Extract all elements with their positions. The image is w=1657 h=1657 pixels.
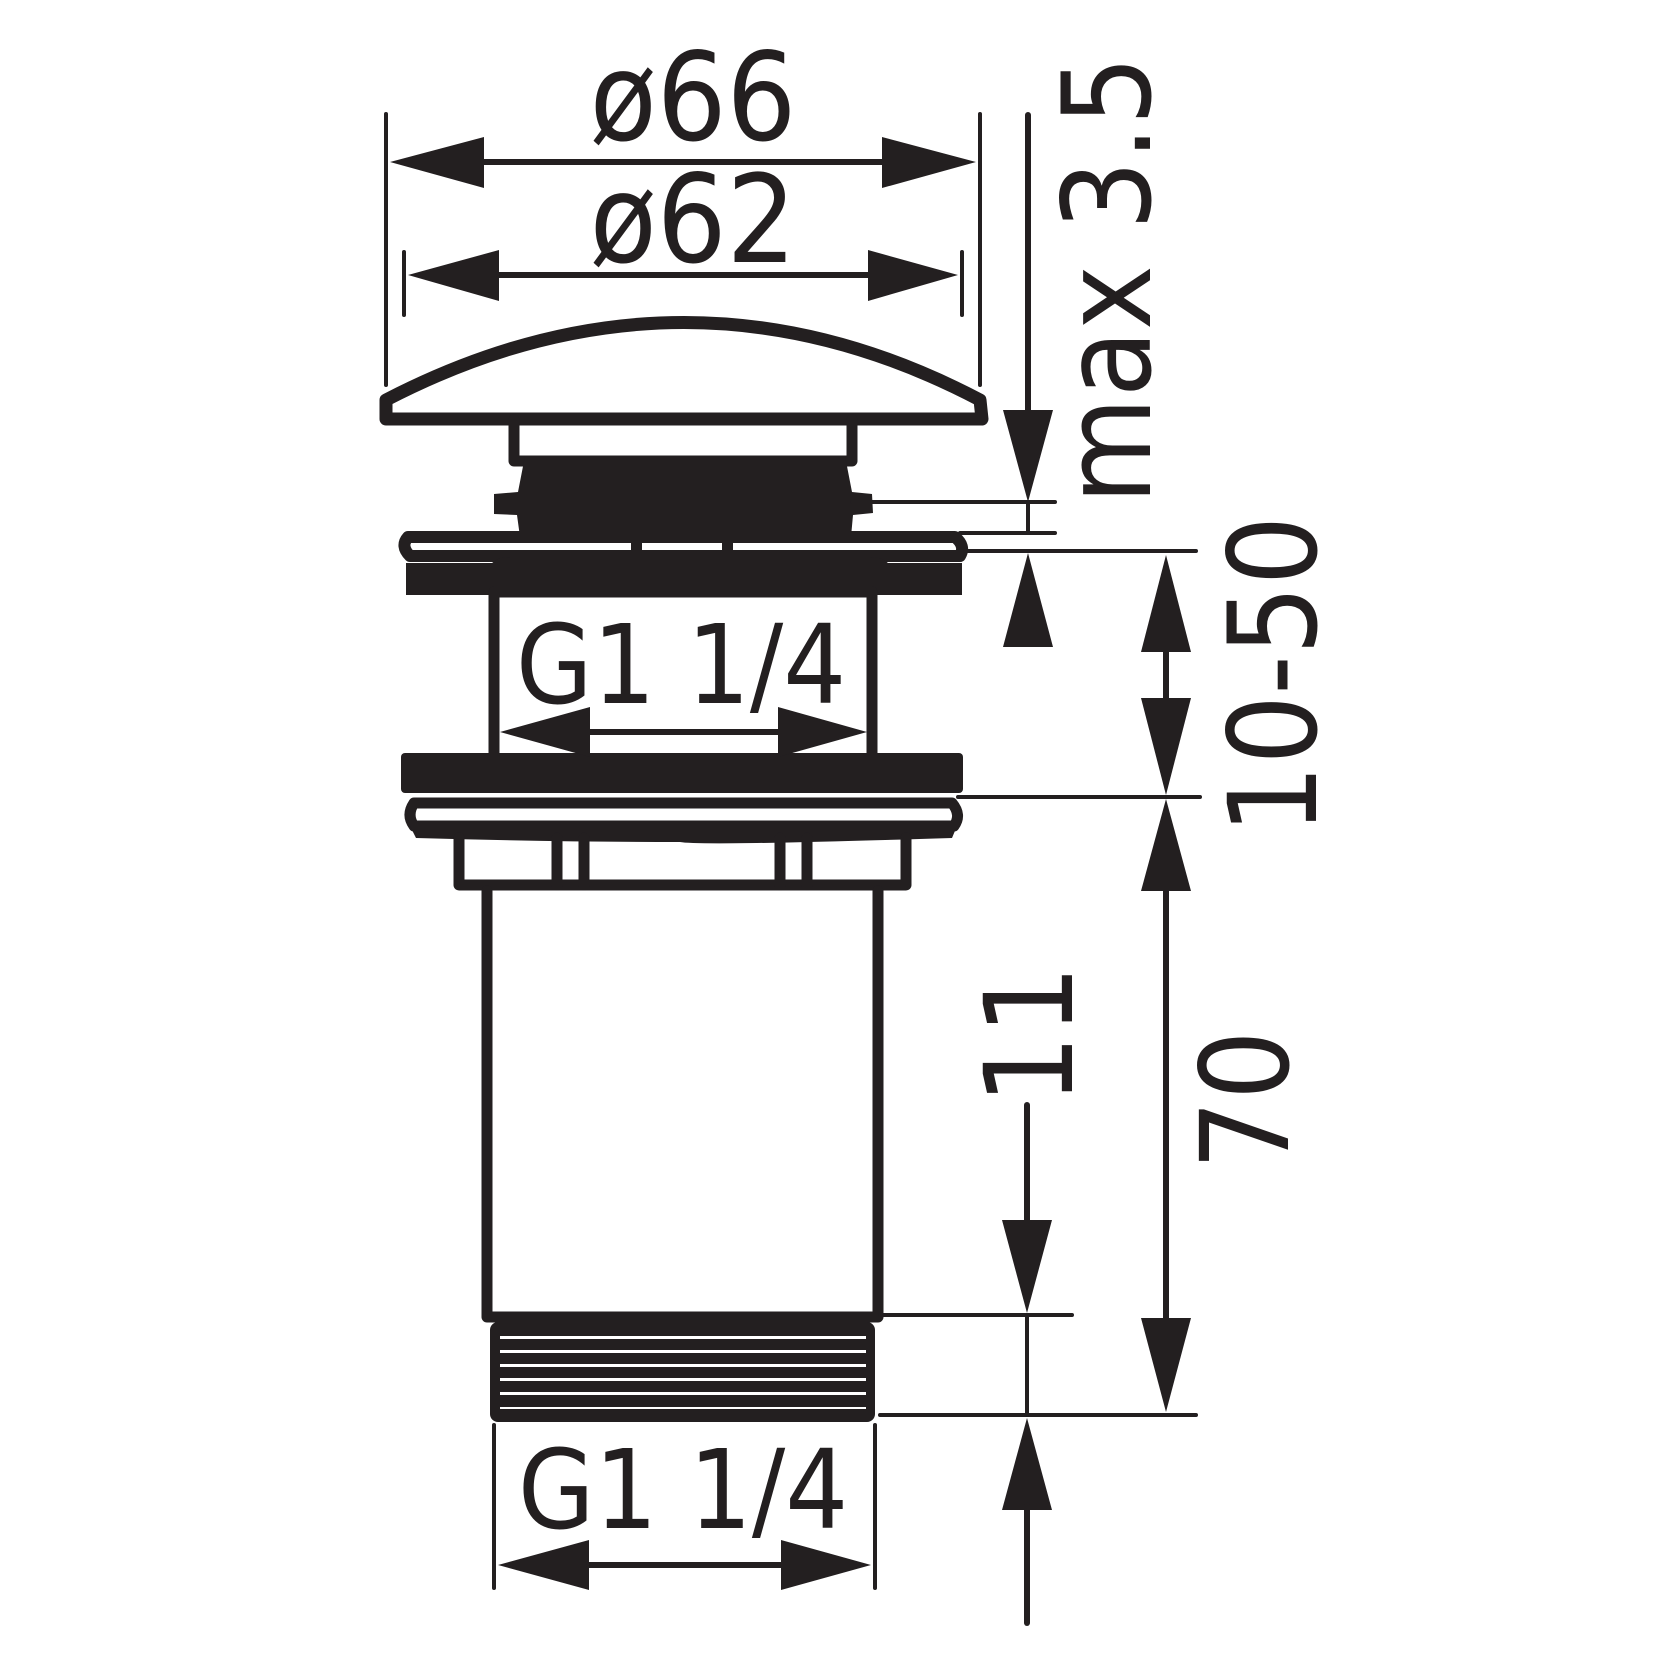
label-tube-length: 70 [1175, 1030, 1317, 1170]
dimension-lower-thread: G1 1/4 [492, 1423, 877, 1590]
dimension-max-height: max 3.5 [850, 56, 1179, 647]
cap-stem [508, 414, 858, 467]
dimension-tube-length: 70 [878, 799, 1317, 1417]
cap-dome [379, 316, 989, 426]
dimension-clamp-range: 10-50 [956, 516, 1345, 835]
label-max-height: max 3.5 [1037, 56, 1179, 504]
dimension-thread-length: 11 [878, 965, 1101, 1626]
upper-ring [406, 557, 962, 595]
label-thread-length: 11 [959, 965, 1101, 1105]
dimension-upper-thread: G1 1/4 [500, 601, 867, 757]
upper-flange [398, 531, 969, 562]
bottom-nut [453, 832, 912, 891]
tail-thread [490, 1322, 875, 1422]
washer-lower-edge [410, 826, 957, 844]
label-cap-inner-diameter: ø62 [590, 149, 797, 291]
label-lower-thread: G1 1/4 [518, 1426, 848, 1554]
valve-body [379, 316, 989, 1422]
label-upper-thread: G1 1/4 [516, 601, 846, 729]
washer [404, 797, 963, 832]
dimension-cap-outer-diameter: ø66 [384, 27, 982, 387]
dimension-cap-inner-diameter: ø62 [402, 149, 964, 317]
lock-nut [401, 753, 963, 793]
label-clamp-range: 10-50 [1203, 516, 1345, 835]
tail-tube [481, 885, 884, 1323]
valve-block [494, 456, 873, 537]
label-cap-outer-diameter: ø66 [590, 27, 797, 169]
